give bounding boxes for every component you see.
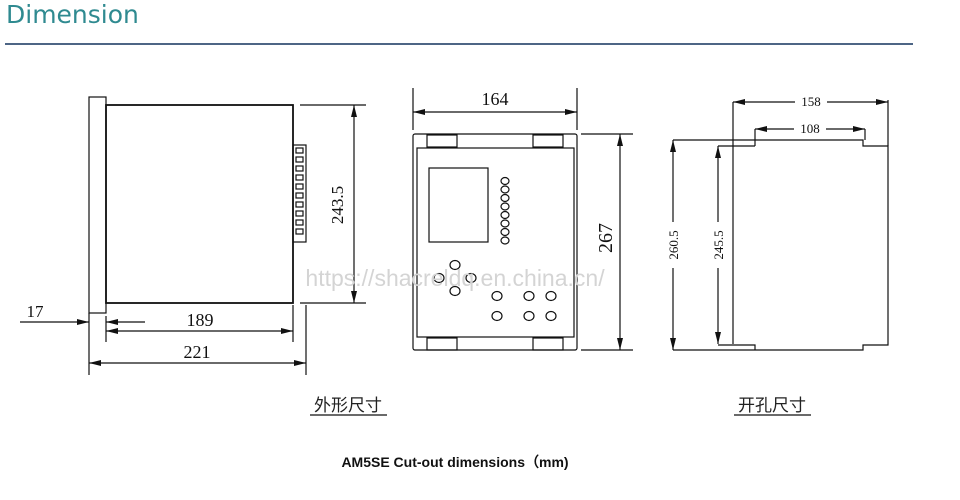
cutout-view: 158 108 260.5 245.5 [666, 94, 889, 351]
title-divider [5, 43, 913, 45]
page-title: Dimension [6, 0, 139, 29]
body-depth-label: 189 [187, 310, 214, 330]
mounting-clip [426, 134, 458, 148]
inner-width-label: 108 [800, 121, 820, 136]
figure-caption: AM5SE Cut-out dimensions（mm) [341, 454, 569, 470]
flange-thickness-label: 17 [27, 302, 45, 321]
terminal-block [292, 144, 307, 243]
side-height-label: 243.5 [328, 186, 347, 224]
front-view: 164 267 [412, 88, 633, 351]
lcd-screen [428, 167, 489, 243]
mounting-clip [426, 337, 458, 351]
outer-width-label: 158 [801, 94, 821, 109]
inner-height-label: 245.5 [711, 230, 726, 259]
cutout-dimensions-label: 开孔尺寸 [738, 396, 806, 416]
total-depth-label: 221 [184, 342, 211, 362]
front-bezel [412, 133, 578, 351]
cutout-outline [673, 139, 889, 351]
indicator-leds [500, 176, 510, 245]
mounting-clip [532, 337, 564, 351]
mounting-clip [532, 134, 564, 148]
front-width-label: 164 [482, 89, 509, 109]
enclosure-body [105, 104, 294, 304]
side-view: 243.5 17 189 221 [20, 96, 366, 375]
outer-height-label: 260.5 [666, 230, 681, 259]
panel-flange [88, 96, 107, 314]
outline-dimensions-label: 外形尺寸 [314, 396, 382, 416]
front-height-label: 267 [595, 223, 617, 253]
watermark: https://shacreldq.en.china.cn/ [305, 265, 605, 291]
front-panel [416, 147, 575, 338]
keypad-buttons [433, 259, 557, 322]
